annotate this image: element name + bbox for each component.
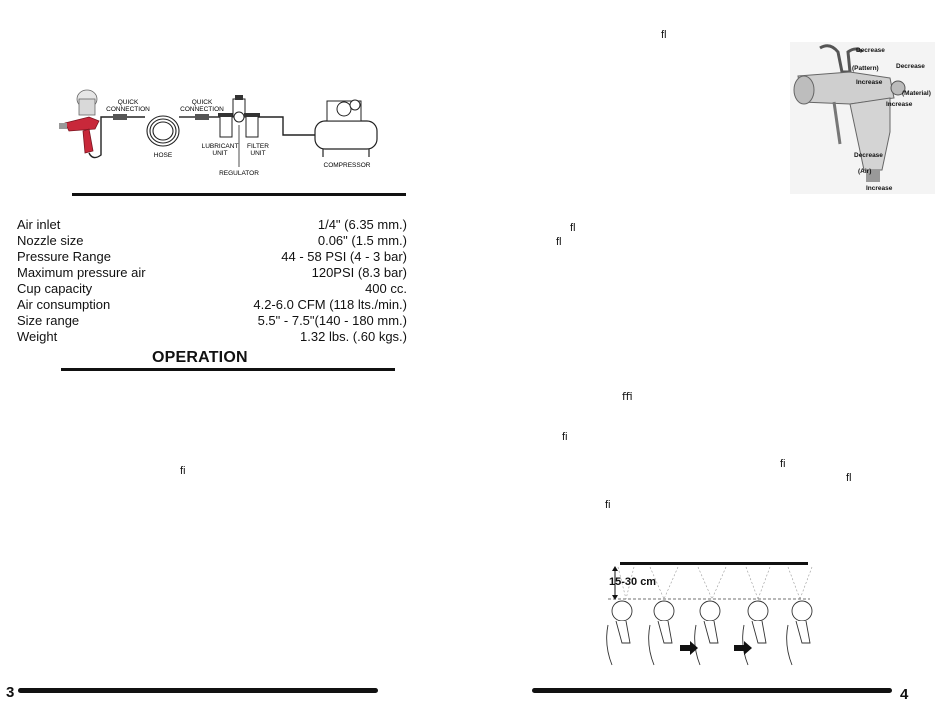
spray-technique-illustration	[606, 566, 813, 666]
operation-divider	[61, 368, 395, 371]
spec-value: 0.06" (1.5 mm.)	[317, 233, 407, 248]
svg-text:COMPRESSOR: COMPRESSOR	[324, 162, 371, 169]
spec-label: Size range	[17, 313, 80, 328]
distance-label: 15-30 cm	[609, 576, 657, 588]
spec-label: Weight	[17, 329, 58, 344]
svg-text:LUBRICANT: LUBRICANT	[202, 143, 239, 150]
svg-text:QUICK: QUICK	[118, 99, 139, 106]
svg-text:CONNECTION: CONNECTION	[106, 106, 150, 113]
spray-gun-illustration	[59, 89, 100, 154]
hose-coil	[146, 115, 180, 147]
ligature-glyph: ﬁ	[180, 465, 186, 477]
ligature-glyph: ﬁ	[780, 458, 786, 470]
spray-gun-adjustment-photo: Decrease (Pattern) Decrease Increase (Ma…	[790, 42, 935, 194]
spec-label: Cup capacity	[17, 281, 93, 296]
page-number-left: 3	[6, 684, 15, 701]
spec-value: 4.2-6.0 CFM (118 lts./min.)	[253, 297, 407, 312]
spec-value: 5.5" - 7.5"(140 - 180 mm.)	[257, 313, 407, 328]
svg-text:QUICK: QUICK	[192, 99, 213, 106]
page-number-right: 4	[900, 686, 909, 703]
surface-line	[620, 562, 808, 565]
svg-text:(Air): (Air)	[858, 168, 871, 175]
ligature-glyph: ﬃ	[622, 391, 633, 403]
operation-heading: OPERATION	[152, 349, 248, 366]
direction-arrow-icon	[680, 641, 752, 655]
section-divider	[72, 193, 406, 196]
spec-label: Pressure Range	[17, 249, 111, 264]
spec-label: Maximum pressure air	[17, 265, 146, 280]
svg-text:(Pattern): (Pattern)	[852, 65, 879, 72]
compressor-illustration	[314, 99, 378, 157]
spec-label: Air consumption	[17, 297, 111, 312]
svg-text:Decrease: Decrease	[856, 47, 885, 54]
svg-text:Increase: Increase	[866, 185, 893, 192]
svg-text:Increase: Increase	[886, 101, 913, 108]
ligature-glyph: ﬂ	[846, 472, 852, 484]
svg-text:Increase: Increase	[856, 79, 883, 86]
svg-text:HOSE: HOSE	[154, 152, 173, 159]
spec-value: 400 cc.	[365, 281, 407, 296]
svg-text:CONNECTION: CONNECTION	[180, 106, 224, 113]
footer-bar-left	[18, 688, 378, 693]
svg-text:UNIT: UNIT	[250, 150, 265, 157]
ligature-glyph: ﬁ	[605, 499, 611, 511]
spec-label: Nozzle size	[17, 233, 84, 248]
svg-text:(Material): (Material)	[902, 90, 931, 97]
svg-text:FILTER: FILTER	[247, 143, 269, 150]
ligature-glyph: ﬁ	[562, 431, 568, 443]
svg-text:Decrease: Decrease	[896, 63, 925, 70]
footer-bar-right	[532, 688, 892, 693]
svg-text:UNIT: UNIT	[212, 150, 227, 157]
spec-label: Air inlet	[17, 217, 61, 232]
air-system-diagram: QUICK CONNECTION QUICK CONNECTION HOSE L…	[59, 89, 378, 177]
spec-value: 1/4" (6.35 mm.)	[317, 217, 407, 232]
ligature-glyph: ﬂ	[556, 236, 562, 248]
spec-value: 120PSI (8.3 bar)	[311, 265, 407, 280]
spec-value: 44 - 58 PSI (4 - 3 bar)	[281, 249, 407, 264]
svg-text:REGULATOR: REGULATOR	[219, 170, 259, 177]
ligature-glyph: ﬂ	[661, 29, 667, 41]
spec-value: 1.32 lbs. (.60 kgs.)	[300, 329, 407, 344]
svg-text:Decrease: Decrease	[854, 152, 883, 159]
ligature-glyph: ﬂ	[570, 222, 576, 234]
